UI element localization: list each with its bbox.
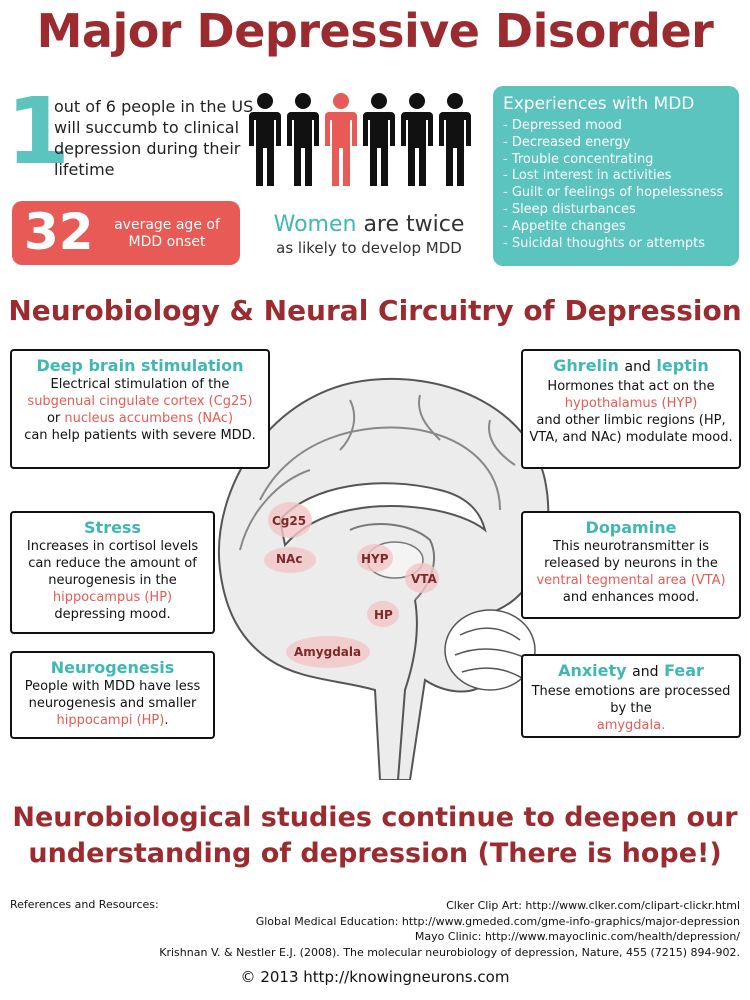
experiences-box: Experiences with MDD - Depressed mood - …: [493, 86, 739, 266]
card-anxiety-fear: Anxiety and Fear These emotions are proc…: [521, 654, 741, 738]
copyright: © 2013 http://knowingneurons.com: [240, 968, 510, 986]
experience-item: - Suicidal thoughts or attempts: [503, 235, 706, 251]
reference-item: Clker Clip Art: http://www.clker.com/cli…: [446, 899, 740, 912]
card-stress: Stress Increases in cortisol levels can …: [10, 511, 215, 634]
experience-item: - Trouble concentrating: [503, 151, 654, 167]
experience-item: - Depressed mood: [503, 118, 622, 133]
experience-item: - Sleep disturbances: [503, 201, 636, 217]
women-line2: as likely to develop MDD: [276, 239, 462, 257]
experience-item: - Lost interest in activities: [503, 168, 672, 184]
brain-illustration: [217, 378, 550, 780]
people-icon-row: [249, 93, 471, 186]
person-icon-highlighted: [325, 93, 357, 186]
card-deep-brain-stimulation: Deep brain stimulation Electrical stimul…: [10, 349, 270, 469]
card-ghrelin-leptin: Ghrelin and leptin Hormones that act on …: [521, 349, 741, 469]
women-rest: are twice: [363, 212, 465, 237]
card-dopamine: Dopamine This neurotransmitter is releas…: [521, 511, 741, 619]
card-title: Ghrelin and leptin: [553, 356, 709, 375]
onset-badge: 32 average age of MDD onset: [12, 201, 240, 265]
women-stat: Women are twice as likely to develop MDD: [244, 212, 494, 257]
onset-label: average age of MDD onset: [114, 217, 220, 250]
brain-label-hp: HP: [374, 608, 393, 622]
experience-item: - Guilt or feelings of hopelessness: [503, 185, 724, 201]
person-icon: [401, 93, 433, 186]
person-icon: [287, 93, 319, 186]
references-list: Clker Clip Art: http://www.clker.com/cli…: [150, 898, 740, 960]
card-title: Anxiety and Fear: [558, 661, 704, 680]
stat-text: out of 6 people in the US will succumb t…: [54, 97, 254, 179]
brain-label-vta: VTA: [411, 572, 437, 586]
section-title: Neurobiology & Neural Circuitry of Depre…: [8, 294, 742, 327]
onset-number: 32: [24, 203, 94, 261]
person-icon: [363, 93, 395, 186]
brain-label-amygdala: Amygdala: [294, 645, 362, 659]
experiences-heading: Experiences with MDD: [503, 94, 695, 114]
reference-item: Global Medical Education: http://www.gme…: [255, 914, 740, 928]
brain-label-nac: NAc: [276, 552, 303, 566]
person-icon: [439, 93, 471, 186]
stat-number: 1: [6, 78, 71, 185]
page-title: Major Depressive Disorder: [36, 4, 714, 58]
experience-item: - Appetite changes: [503, 218, 626, 234]
card-title: Dopamine: [585, 518, 677, 537]
closing-statement: Neurobiological studies continue to deep…: [12, 802, 738, 869]
card-neurogenesis: Neurogenesis People with MDD have less n…: [10, 651, 215, 739]
person-icon: [249, 93, 281, 186]
reference-item: Krishnan V. & Nestler E.J. (2008). The m…: [159, 945, 740, 959]
experience-item: - Decreased energy: [503, 134, 631, 150]
card-title: Deep brain stimulation: [36, 356, 244, 375]
reference-item: Mayo Clinic: http://www.mayoclinic.com/h…: [414, 930, 740, 943]
references-label: References and Resources:: [10, 898, 159, 911]
card-title: Neurogenesis: [50, 658, 175, 677]
women-highlight: Women: [273, 212, 357, 237]
brain-label-cg25: Cg25: [272, 514, 307, 528]
card-title: Stress: [84, 518, 141, 537]
brain-label-hyp: HYP: [361, 552, 389, 566]
